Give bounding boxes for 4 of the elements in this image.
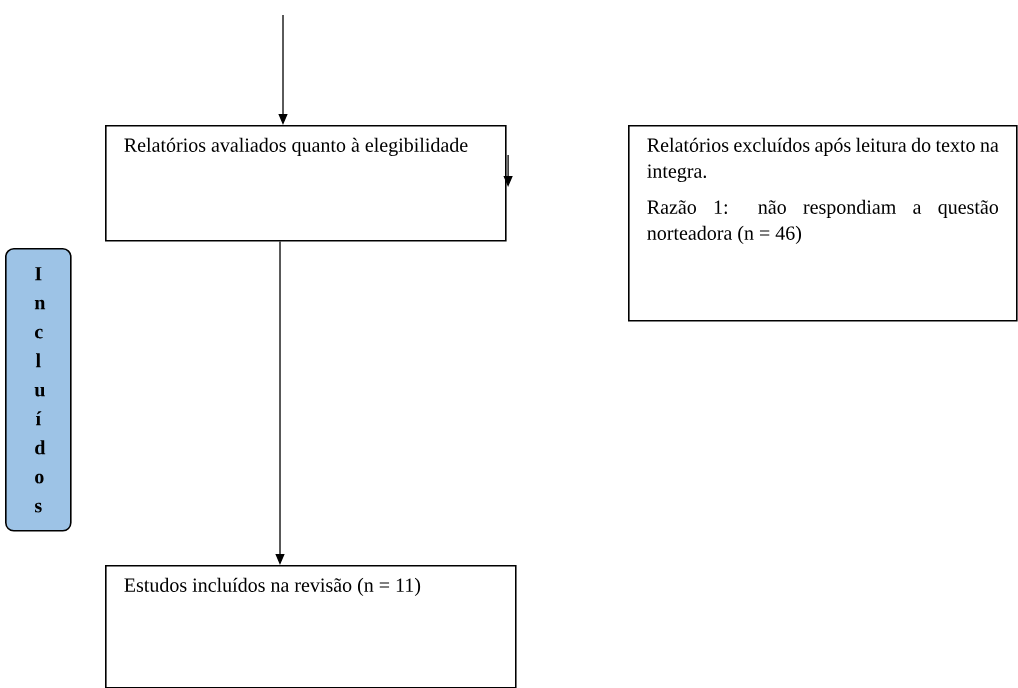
process-box: Estudos incluídos na revisão (n = 11)	[105, 565, 517, 688]
process-box: Relatórios excluídos após leitura do texto na integra. Razão 1: não respondiam a questão norteadora (n = 46)	[628, 125, 1018, 322]
stage-band: Incluídos	[5, 248, 72, 532]
process-box: Relatórios avaliados quanto à elegibilidade	[105, 125, 507, 242]
